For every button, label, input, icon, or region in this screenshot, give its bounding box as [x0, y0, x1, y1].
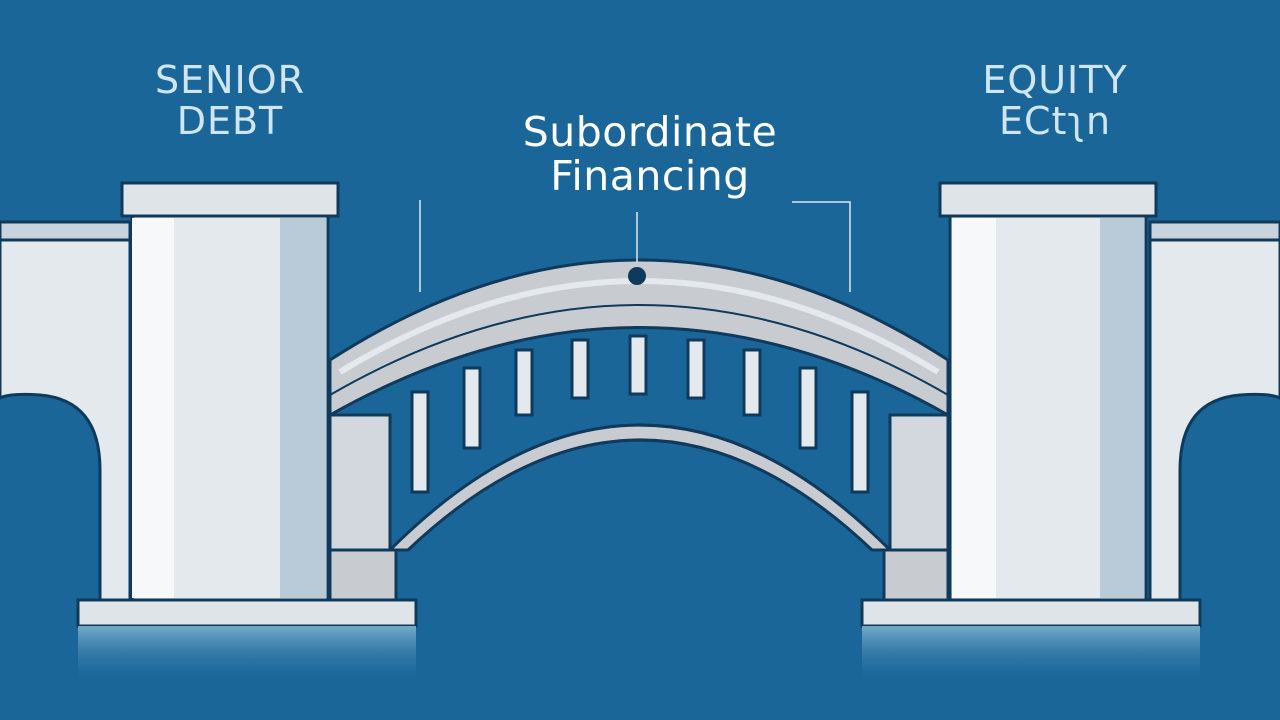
senior-debt-label-line1: SENIOR [154, 58, 306, 102]
left-pillar [76, 181, 418, 686]
subordinate-financing-label-line2: Financing [550, 152, 750, 201]
equity-label-line1: EQUITY [982, 58, 1128, 102]
senior-debt-label: SENIOR DEBT [120, 58, 340, 144]
senior-debt-label-line2: DEBT [176, 99, 284, 144]
subordinate-financing-label-line1: Subordinate [522, 108, 778, 156]
equity-label: EQUITY ECtʅn [940, 58, 1170, 144]
right-pillar [860, 181, 1202, 686]
subordinate-financing-label: Subordinate Financing [460, 110, 840, 199]
equity-label-line2: ECtʅn [998, 99, 1112, 144]
left-outer-span [0, 220, 132, 602]
label-pointer-lines [419, 200, 851, 292]
center-arch-bridge [328, 258, 950, 602]
right-outer-span [1148, 220, 1280, 602]
